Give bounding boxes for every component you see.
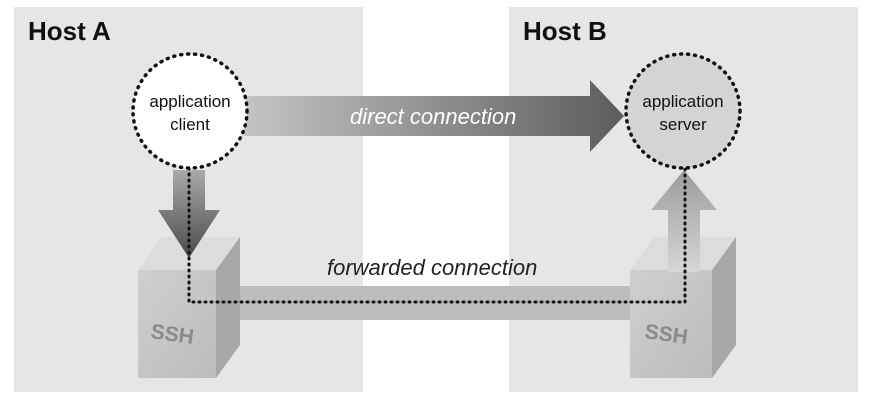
ssh-box-host-b: SSH — [630, 237, 736, 378]
ssh-box-host-a: SSH — [138, 237, 240, 378]
up-arrow-host-b — [651, 170, 717, 272]
direct-connection-arrow — [244, 80, 624, 152]
client-label-line2: client — [170, 115, 210, 134]
direct-connection-label: direct connection — [350, 104, 516, 129]
host-a-title: Host A — [28, 16, 111, 46]
host-b-title: Host B — [523, 16, 607, 46]
application-client-node: application client — [131, 52, 249, 170]
down-arrow-host-a — [158, 170, 220, 258]
application-server-node: application server — [624, 52, 742, 170]
forwarded-dotted-path — [187, 166, 687, 304]
server-label-line1: application — [642, 92, 723, 111]
forwarded-connection-label: forwarded connection — [327, 255, 537, 280]
client-label-line1: application — [149, 92, 230, 111]
server-label-line2: server — [659, 115, 707, 134]
